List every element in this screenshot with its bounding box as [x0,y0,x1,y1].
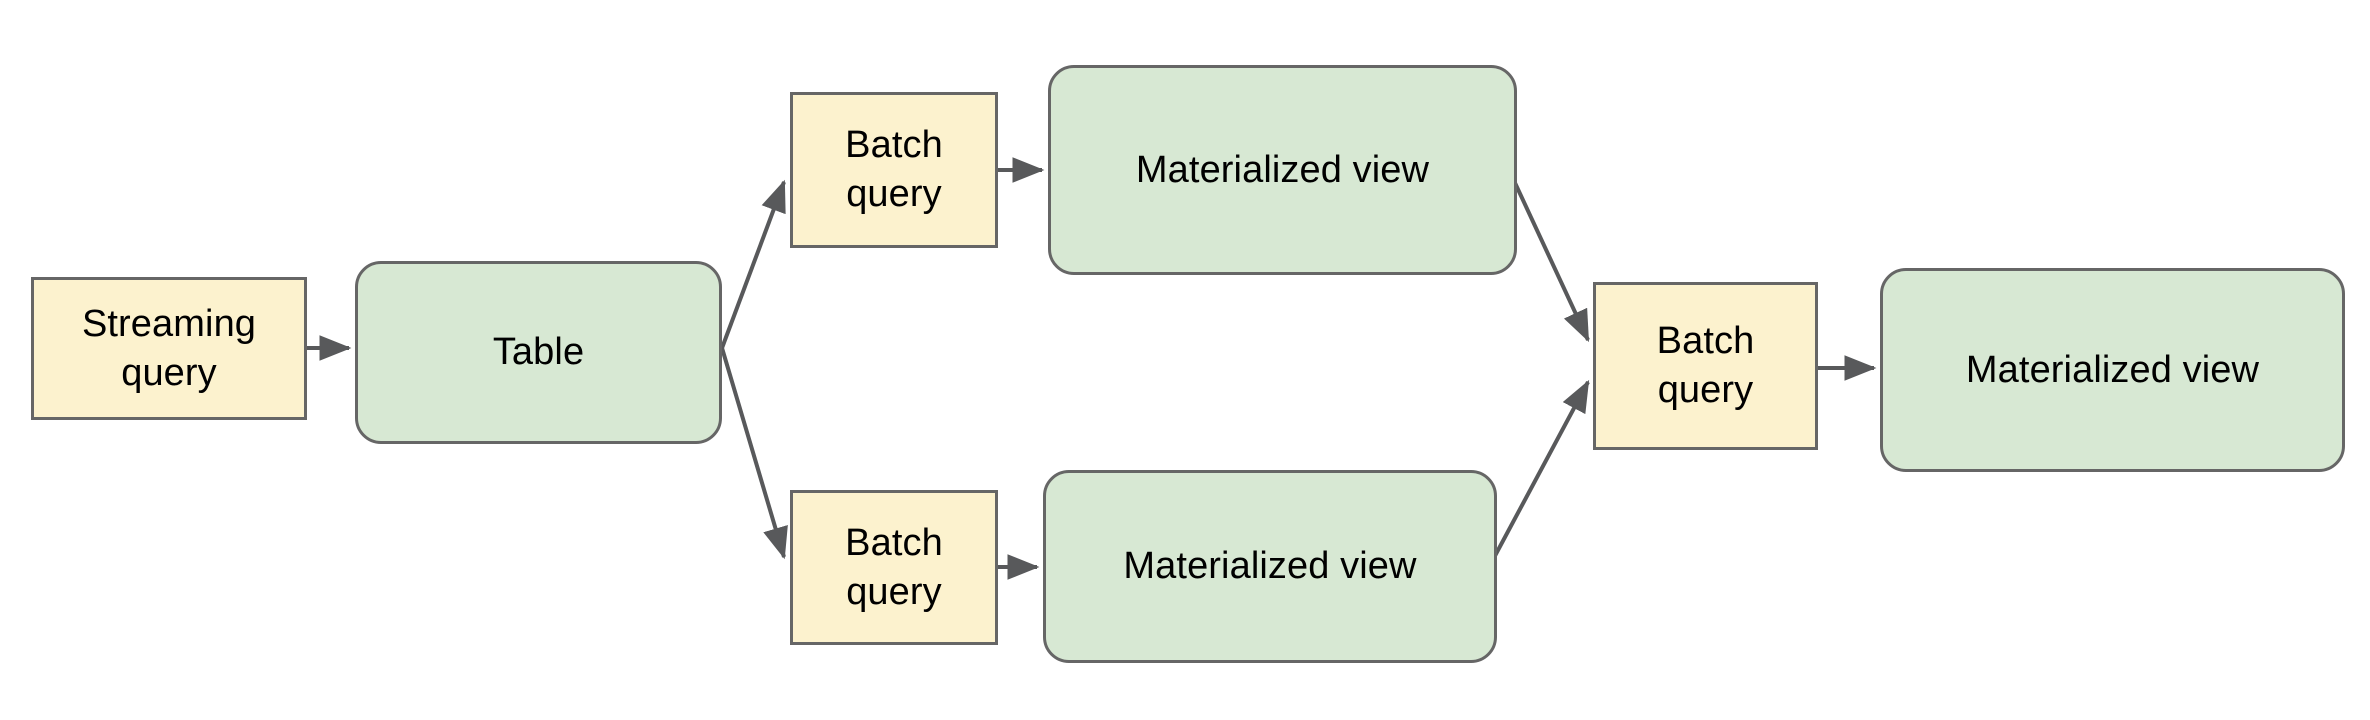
node-materialized-view-final-label: Materialized view [1965,348,2260,391]
edge-materialized-view-top-to-batch-query-merge [1507,169,1590,343]
node-batch-query-bottom-label: Batch query [845,521,943,613]
node-table[interactable]: Table [355,261,722,444]
node-table-label: Table [492,331,585,374]
edge-table-to-batch-query-bottom [720,347,788,560]
node-batch-query-top-label: Batch query [845,124,943,215]
node-batch-query-merge-label: Batch query [1656,320,1755,411]
node-materialized-view-bottom-label: Materialized view [1123,545,1417,588]
edge-materialized-view-bottom-to-batch-query-merge [1487,379,1590,568]
node-materialized-view-final[interactable]: Materialized view [1880,268,2345,472]
node-batch-query-merge[interactable]: Batch query [1593,282,1818,450]
edge-table-to-batch-query-top [720,179,786,349]
node-batch-query-bottom[interactable]: Batch query [790,490,998,645]
node-materialized-view-top-label: Materialized view [1135,148,1430,191]
node-streaming-query[interactable]: Streaming query [31,277,307,420]
node-materialized-view-top[interactable]: Materialized view [1048,65,1517,275]
node-batch-query-top[interactable]: Batch query [790,92,998,248]
node-streaming-query-label: Streaming query [81,302,257,394]
node-materialized-view-bottom[interactable]: Materialized view [1043,470,1497,663]
